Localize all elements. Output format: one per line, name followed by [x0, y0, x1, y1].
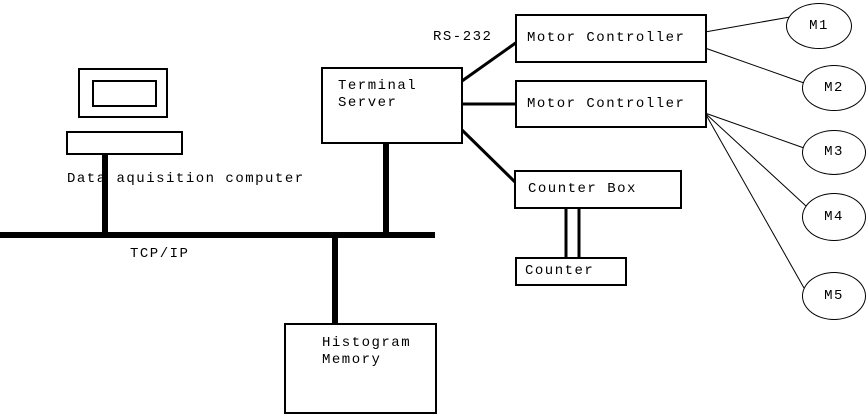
motor-controller-1-label: Motor Controller [527, 30, 686, 46]
rs-232-label: RS-232 [433, 29, 493, 45]
motor-m4-node: M4 [802, 193, 866, 241]
motor-m2-label: M2 [824, 79, 844, 96]
motor-m1-node: M1 [786, 3, 852, 49]
counter-label: Counter [525, 263, 595, 279]
motor-m4-label: M4 [824, 208, 844, 225]
motor-m1-label: M1 [809, 17, 829, 34]
motor-m3-node: M3 [802, 130, 866, 175]
motor-m5-label: M5 [824, 287, 844, 304]
terminal-server-box: Terminal Server [321, 67, 463, 144]
counter-box: Counter [515, 257, 627, 286]
histogram-memory-label: Histogram Memory [322, 335, 412, 368]
data-acquisition-computer-label: Data aquisition computer [67, 171, 305, 187]
motor-m3-label: M3 [824, 144, 844, 160]
motor-m2-node: M2 [802, 65, 866, 111]
counter-box-box: Counter Box [514, 170, 682, 209]
terminal-to-counter-box-line [460, 128, 519, 186]
histogram-memory-box: Histogram Memory [284, 323, 437, 414]
tcp-ip-label: TCP/IP [130, 246, 190, 262]
motor-controller-2-to-m3-line [704, 112, 805, 149]
motor-controller-2-label: Motor Controller [527, 95, 686, 112]
keyboard-icon [66, 131, 183, 155]
motor-controller-1-to-m1-line [704, 16, 791, 33]
motor-m5-node: M5 [802, 272, 866, 320]
terminal-to-motor-controller-1-line [461, 40, 518, 83]
motor-controller-2-box: Motor Controller [515, 80, 707, 128]
motor-controller-1-to-m2-line [704, 47, 805, 84]
monitor-screen-icon [92, 80, 157, 107]
counter-box-label: Counter Box [528, 181, 637, 197]
motor-controller-2-to-m4-line [704, 112, 807, 207]
motor-controller-1-box: Motor Controller [515, 14, 707, 63]
motor-controller-2-to-m5-line [704, 112, 805, 289]
terminal-server-label: Terminal Server [338, 78, 418, 111]
